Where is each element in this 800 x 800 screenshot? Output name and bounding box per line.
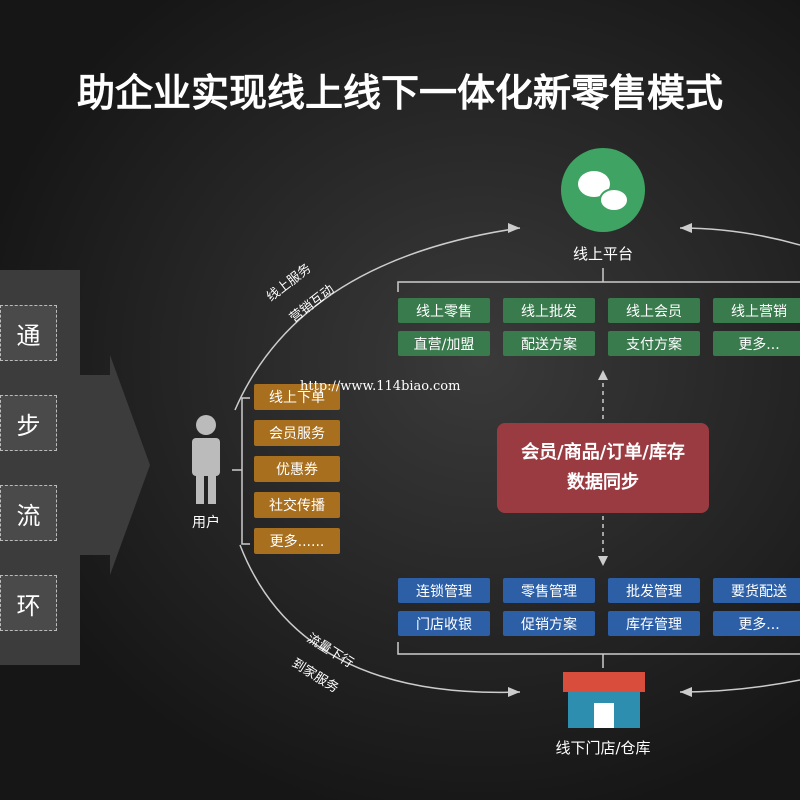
online-tag: 线上批发 bbox=[503, 298, 595, 323]
left-item: 环 bbox=[0, 575, 57, 631]
user-service-tag: 会员服务 bbox=[254, 420, 340, 446]
wechat-icon bbox=[560, 140, 646, 226]
store-icon bbox=[560, 668, 648, 730]
offline-tag: 更多... bbox=[713, 611, 800, 636]
user-service-tag: 更多...... bbox=[254, 528, 340, 554]
offline-tag: 促销方案 bbox=[503, 611, 595, 636]
user-service-tag: 优惠券 bbox=[254, 456, 340, 482]
user-service-tag: 社交传播 bbox=[254, 492, 340, 518]
left-item: 流 bbox=[0, 485, 57, 541]
online-tag: 支付方案 bbox=[608, 331, 700, 356]
left-item: 通 bbox=[0, 305, 57, 361]
left-item: 步 bbox=[0, 395, 57, 451]
user-service-tag: 线上下单 bbox=[254, 384, 340, 410]
data-sync-line2: 数据同步 bbox=[567, 472, 639, 493]
user-label: 用户 bbox=[192, 515, 220, 531]
online-tag: 更多... bbox=[713, 331, 800, 356]
watermark: http://www.114biao.com bbox=[300, 379, 461, 394]
offline-label: 线下门店/仓库 bbox=[555, 739, 651, 757]
offline-tag: 库存管理 bbox=[608, 611, 700, 636]
offline-tag: 连锁管理 bbox=[398, 578, 490, 603]
offline-tag: 零售管理 bbox=[503, 578, 595, 603]
offline-tag: 门店收银 bbox=[398, 611, 490, 636]
offline-tag: 批发管理 bbox=[608, 578, 700, 603]
offline-tag: 要货配送 bbox=[713, 578, 800, 603]
data-sync-line1: 会员/商品/订单/库存 bbox=[521, 442, 685, 463]
online-tag: 线上营销 bbox=[713, 298, 800, 323]
online-label: 线上平台 bbox=[572, 245, 633, 263]
online-tag: 线上零售 bbox=[398, 298, 490, 323]
online-tag: 直营/加盟 bbox=[398, 331, 490, 356]
data-sync-box: 会员/商品/订单/库存数据同步 bbox=[497, 423, 709, 513]
online-tag: 配送方案 bbox=[503, 331, 595, 356]
user-icon bbox=[185, 410, 230, 505]
page-title: 助企业实现线上线下一体化新零售模式 bbox=[76, 71, 723, 115]
online-tag: 线上会员 bbox=[608, 298, 700, 323]
